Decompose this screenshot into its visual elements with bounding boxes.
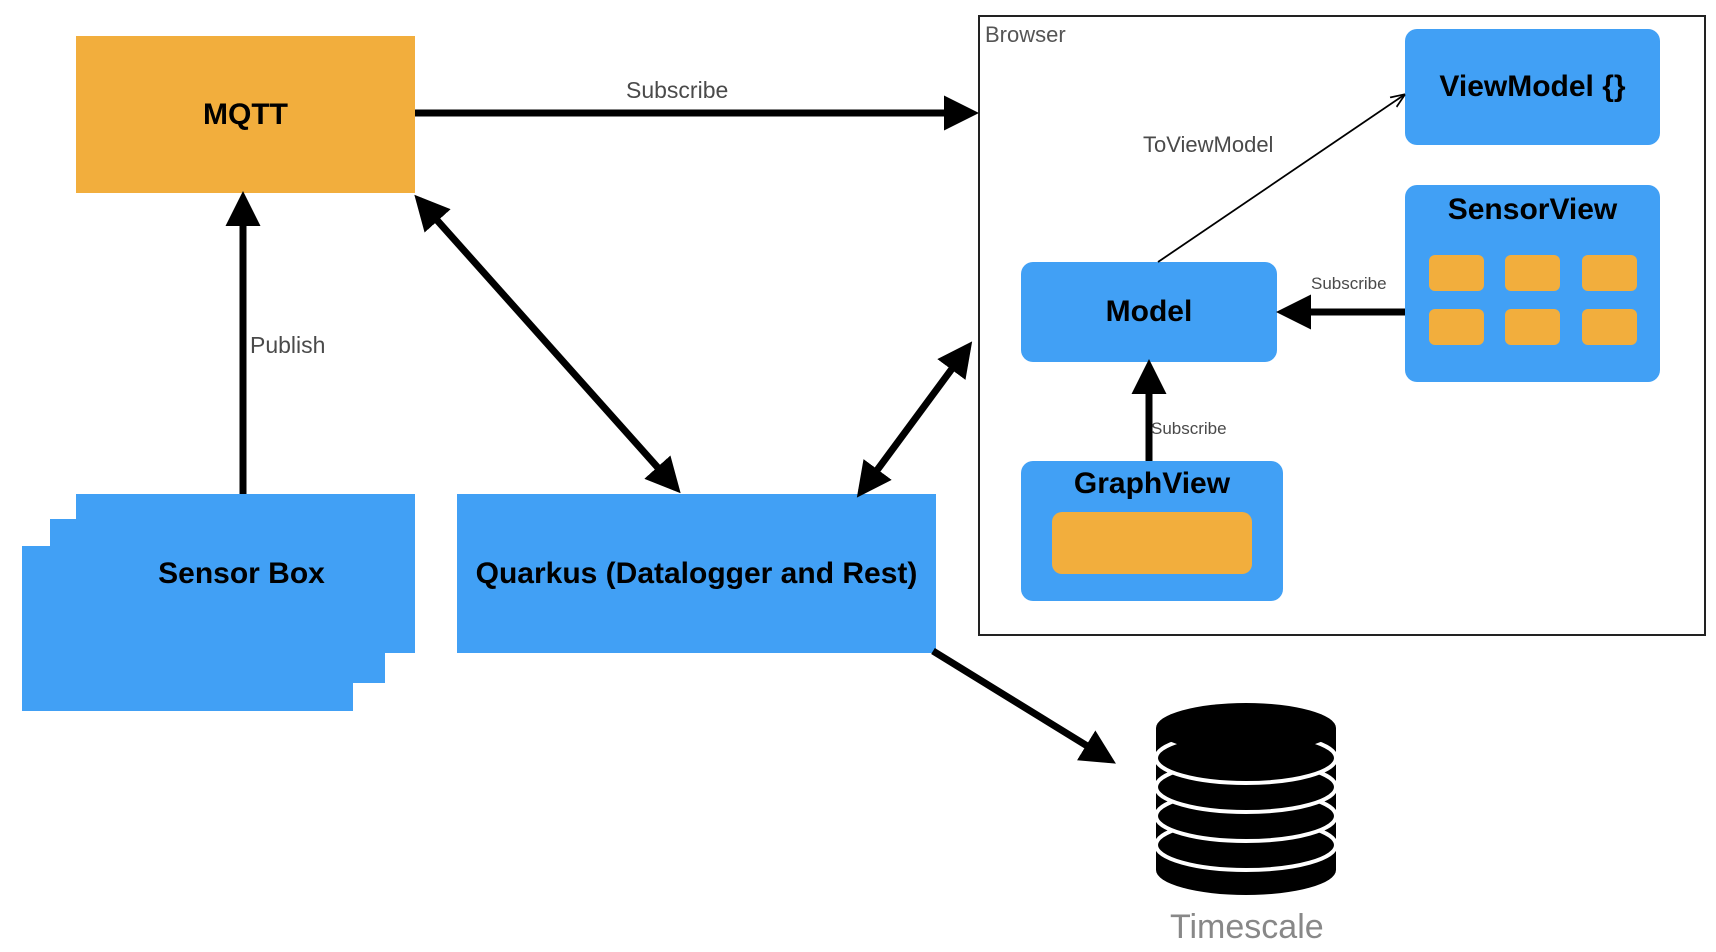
publish-label: Publish <box>250 332 326 358</box>
sensor-tile-6 <box>1582 309 1637 345</box>
sensor-tile-5 <box>1505 309 1560 345</box>
sensor-box-label: Sensor Box <box>158 556 325 590</box>
arrow-model-to-viewmodel <box>1157 95 1404 263</box>
model-label: Model <box>1105 295 1193 328</box>
timescale-label: Timescale <box>1170 908 1324 946</box>
viewmodel-node: ViewModel {} <box>1405 29 1660 145</box>
subscribe-label-sensorview-model: Subscribe <box>1311 274 1387 293</box>
graphview-node: GraphView <box>1021 461 1283 601</box>
arrow-quarkus-browser <box>856 341 973 498</box>
subscribe-label-mqtt-browser: Subscribe <box>626 77 729 103</box>
sensor-tile-1 <box>1429 255 1484 291</box>
viewmodel-label: ViewModel {} <box>1439 70 1626 103</box>
browser-title: Browser <box>985 22 1066 47</box>
sensor-tile-4 <box>1429 309 1484 345</box>
sensor-tile-3 <box>1582 255 1637 291</box>
sensorview-node: SensorView <box>1405 185 1660 382</box>
quarkus-label: Quarkus (Datalogger and Rest) <box>475 556 918 590</box>
mqtt-node: MQTT <box>76 36 415 193</box>
sensorview-label: SensorView <box>1447 193 1618 226</box>
sensor-tile-2 <box>1505 255 1560 291</box>
subscribe-label-graphview-model: Subscribe <box>1151 419 1227 438</box>
sensor-box-node: Sensor Box <box>76 494 415 653</box>
quarkus-node: Quarkus (Datalogger and Rest) <box>457 494 936 653</box>
graphview-label: GraphView <box>1073 467 1231 500</box>
mqtt-label: MQTT <box>203 97 288 131</box>
browser-frame <box>978 15 1706 636</box>
arrow-mqtt-quarkus <box>414 194 681 494</box>
model-node: Model <box>1021 262 1277 362</box>
toviewmodel-label: ToViewModel <box>1143 132 1274 157</box>
graph-area <box>1052 512 1252 574</box>
arrow-quarkus-to-timescale <box>931 648 1116 764</box>
